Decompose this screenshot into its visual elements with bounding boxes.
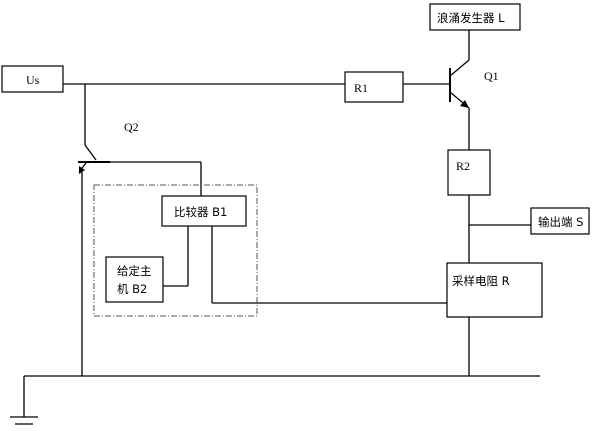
setpoint-host-label-line2: 机 B2 (117, 282, 147, 296)
q2-label: Q2 (124, 120, 139, 134)
r2-box (447, 149, 491, 196)
comparator-box (161, 195, 247, 227)
r2-label: R2 (456, 159, 470, 173)
q1-collector (449, 59, 470, 77)
surge-generator-box (429, 3, 521, 31)
sampling-resistor-label: 采样电阻 R (452, 274, 510, 288)
setpoint-host-label-line1: 给定主 (117, 264, 152, 278)
q1-emitter-arrow (460, 100, 469, 108)
output-terminal-label: 输出端 S (538, 215, 583, 229)
r1-box (344, 71, 404, 103)
q1-label: Q1 (484, 69, 499, 83)
comparator-label: 比较器 B1 (174, 205, 227, 219)
q2-collector (84, 144, 97, 161)
r1-label: R1 (354, 81, 368, 95)
sampling-resistor-box (446, 262, 543, 318)
us-source-box (1, 65, 64, 93)
output-terminal-box (530, 207, 590, 235)
setpoint-host-box (105, 256, 164, 303)
control-unit-boundary (93, 184, 258, 317)
surge-generator-label: 浪涌发生器 L (437, 11, 505, 25)
q2-emitter-arrow (79, 166, 85, 174)
us-source-label: Us (26, 73, 40, 87)
